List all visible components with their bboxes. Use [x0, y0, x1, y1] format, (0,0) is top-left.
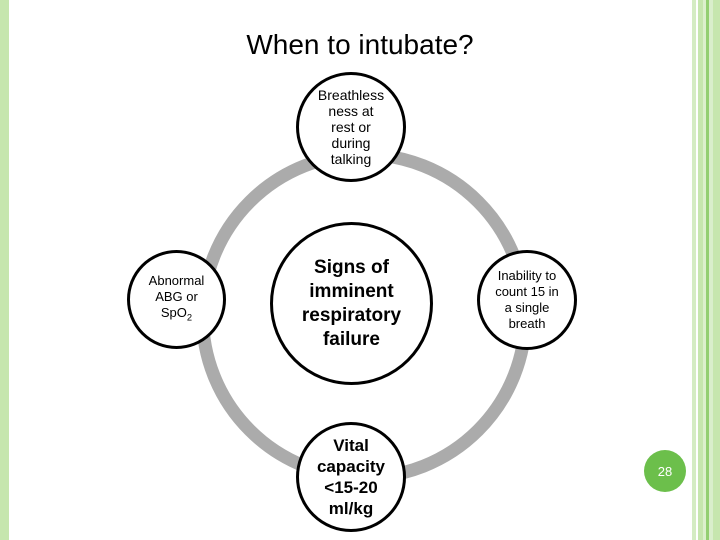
diagram-node-center-label: Signs of imminent respiratory failure [301, 256, 402, 350]
right-border-stripe-6 [709, 0, 713, 540]
right-border-stripe-3 [698, 0, 703, 540]
diagram-node-top: Breathless ness at rest or during talkin… [296, 72, 406, 182]
diagram-node-center: Signs of imminent respiratory failure [270, 222, 433, 385]
right-border-stripe-4 [703, 0, 706, 540]
left-border-stripe [0, 0, 9, 540]
page-number-text: 28 [657, 463, 673, 479]
right-border-stripe-7 [713, 0, 720, 540]
diagram-node-left-line2: ABG or [155, 289, 198, 305]
diagram-node-right: Inability to count 15 in a single breath [477, 250, 577, 350]
diagram-node-bottom-label: Vital capacity <15-20 ml/kg [316, 436, 386, 518]
diagram-node-left-line1: Abnormal [148, 273, 205, 289]
diagram-node-left-subscript: 2 [186, 312, 193, 323]
diagram-node-bottom: Vital capacity <15-20 ml/kg [296, 422, 406, 532]
right-border-stripe-5 [706, 0, 709, 540]
slide-title: When to intubate? [246, 29, 474, 60]
left-border-stripe-inner [9, 0, 12, 540]
diagram-node-top-label: Breathless ness at rest or during talkin… [317, 87, 385, 167]
diagram-node-right-label: Inability to count 15 in a single breath [495, 268, 559, 331]
diagram-node-left-line3: SpO [160, 305, 187, 321]
right-border-stripe-1 [692, 0, 696, 540]
right-border-stripe-2 [696, 0, 698, 540]
page-number-badge: 28 [644, 450, 686, 492]
